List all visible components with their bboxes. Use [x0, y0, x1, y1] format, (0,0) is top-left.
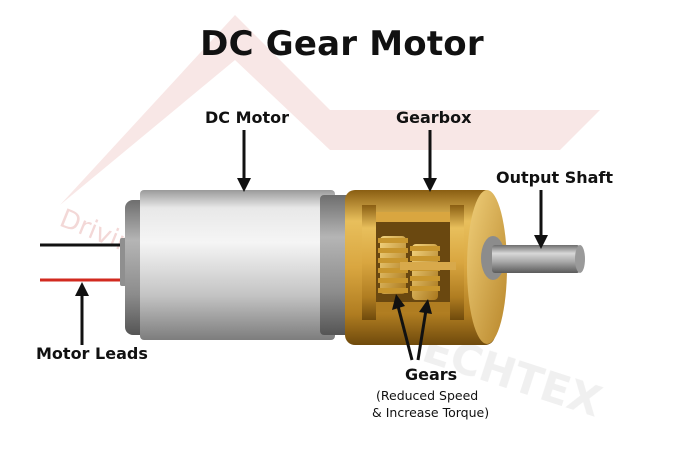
watermark-logo-shape	[60, 15, 600, 205]
gear-2	[410, 244, 440, 300]
label-output-shaft: Output Shaft	[496, 168, 614, 187]
gears-assembly	[378, 236, 456, 300]
gear-1	[378, 236, 408, 294]
arrow-gears	[392, 294, 432, 361]
label-gears: Gears	[405, 365, 458, 384]
pointer-arrows	[75, 130, 548, 361]
label-motor-leads: Motor Leads	[36, 344, 148, 363]
arrow-dc-motor	[237, 130, 251, 192]
page-title: DC Gear Motor	[200, 24, 484, 64]
label-gears-note-2: & Increase Torque)	[372, 405, 490, 420]
output-shaft	[481, 236, 585, 280]
label-gearbox: Gearbox	[396, 108, 472, 127]
label-dc-motor: DC Motor	[205, 108, 290, 127]
arrow-output-shaft	[534, 190, 548, 249]
arrow-motor-leads	[75, 282, 89, 345]
label-gears-note-1: (Reduced Speed	[376, 388, 479, 403]
motor-leads-wires	[40, 238, 132, 286]
arrow-gearbox	[423, 130, 437, 192]
dc-motor-body	[125, 190, 350, 340]
